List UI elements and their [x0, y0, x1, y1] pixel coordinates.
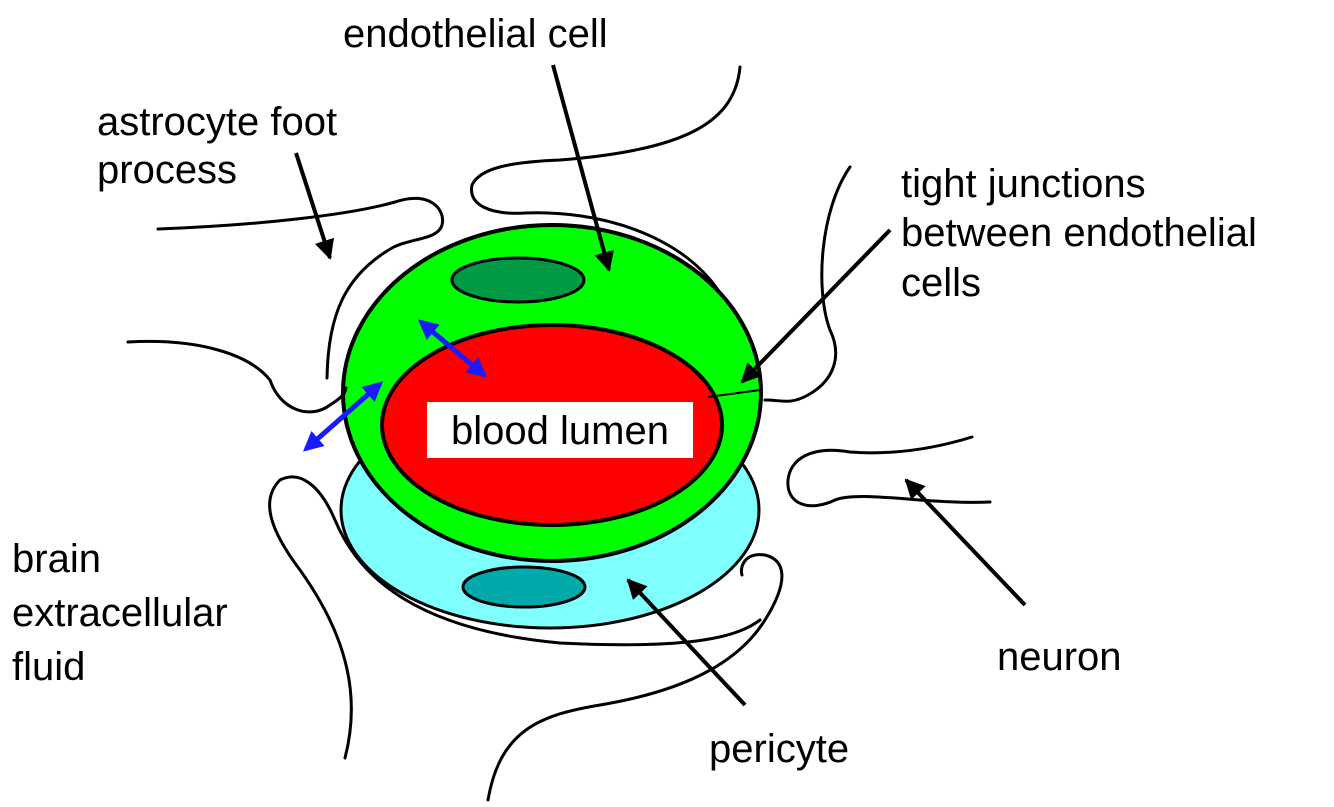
brain-ecf-label-line3: fluid [12, 645, 85, 689]
tight-junctions-label-line2: between endothelial [901, 211, 1257, 255]
neuron-label: neuron [997, 635, 1122, 679]
endothelial-nucleus [452, 258, 584, 302]
tight-junctions-label-line3: cells [901, 261, 981, 305]
endothelial-cell-label: endothelial cell [343, 12, 608, 56]
tight-junctions-label-line1: tight junctions [901, 162, 1146, 206]
astrocyte-label-line2: process [97, 148, 237, 192]
astrocyte-left-outline [128, 341, 346, 411]
neuron-pointer [906, 480, 1025, 605]
astrocyte-pointer [296, 153, 330, 258]
brain-ecf-label-line1: brain [12, 537, 101, 581]
tight-junctions-pointer [742, 230, 890, 382]
astrocyte-label-line1: astrocyte foot [97, 100, 337, 144]
neuron-outline [788, 437, 990, 506]
pericyte-label: pericyte [709, 727, 849, 771]
blood-lumen-label: blood lumen [451, 409, 669, 453]
pericyte-nucleus [463, 567, 585, 607]
brain-ecf-label-line2: extracellular [12, 591, 228, 635]
